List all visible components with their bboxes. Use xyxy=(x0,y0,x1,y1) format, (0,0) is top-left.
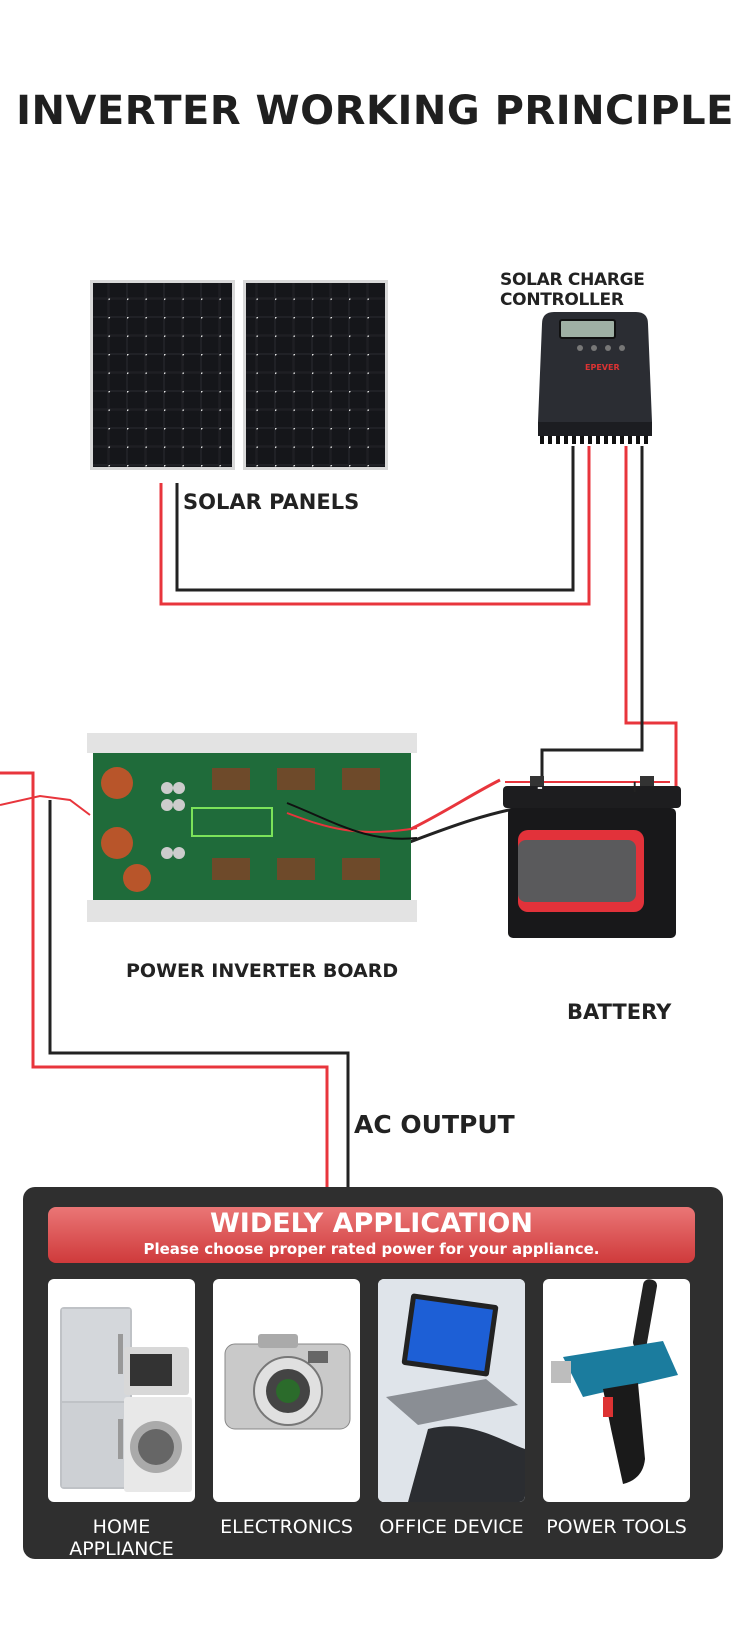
inverter-board-label: POWER INVERTER BOARD xyxy=(126,960,399,982)
wire-ac-red xyxy=(0,771,329,1190)
laptop-icon xyxy=(378,1279,525,1502)
application-label-electronics: ELECTRONICS xyxy=(220,1516,353,1538)
application-subtitle: Please choose proper rated power for you… xyxy=(143,1240,600,1258)
application-card-home-appliance xyxy=(48,1279,195,1502)
application-card-office-device xyxy=(378,1279,525,1502)
battery-negative-terminal: - xyxy=(537,780,543,796)
application-title: WIDELY APPLICATION xyxy=(210,1208,533,1239)
home-appliance-icon xyxy=(60,1307,192,1492)
battery-image: - + xyxy=(503,776,681,938)
camera-icon xyxy=(224,1334,351,1430)
solar-panels-image xyxy=(90,280,388,470)
charge-controller-label: SOLAR CHARGE CONTROLLER xyxy=(500,270,645,310)
wire-panel-controller-red xyxy=(159,446,591,606)
battery-positive-terminal: + xyxy=(628,777,641,796)
wire-panel-controller-black xyxy=(175,446,575,592)
charge-controller-image: EPEVER xyxy=(538,312,652,444)
ac-output-label: AC OUTPUT xyxy=(354,1110,515,1139)
svg-text:EPEVER: EPEVER xyxy=(585,363,620,372)
application-label-power-tools: POWER TOOLS xyxy=(546,1516,687,1538)
wire-controller-battery-red xyxy=(624,446,678,805)
application-label-office-device: OFFICE DEVICE xyxy=(379,1516,524,1538)
page-title: INVERTER WORKING PRINCIPLE xyxy=(16,88,734,134)
application-card-power-tools xyxy=(543,1279,690,1502)
drill-icon xyxy=(551,1279,678,1484)
battery-label: BATTERY xyxy=(567,1000,672,1024)
wire-ac-black xyxy=(48,800,350,1190)
inverter-board-image xyxy=(87,733,418,922)
application-label-home-appliance: HOME APPLIANCE xyxy=(69,1516,174,1560)
application-banner: WIDELY APPLICATION Please choose proper … xyxy=(48,1207,695,1263)
solar-panels-label: SOLAR PANELS xyxy=(183,490,360,514)
application-card-electronics xyxy=(213,1279,360,1502)
wire-ac-red-2 xyxy=(0,794,91,816)
